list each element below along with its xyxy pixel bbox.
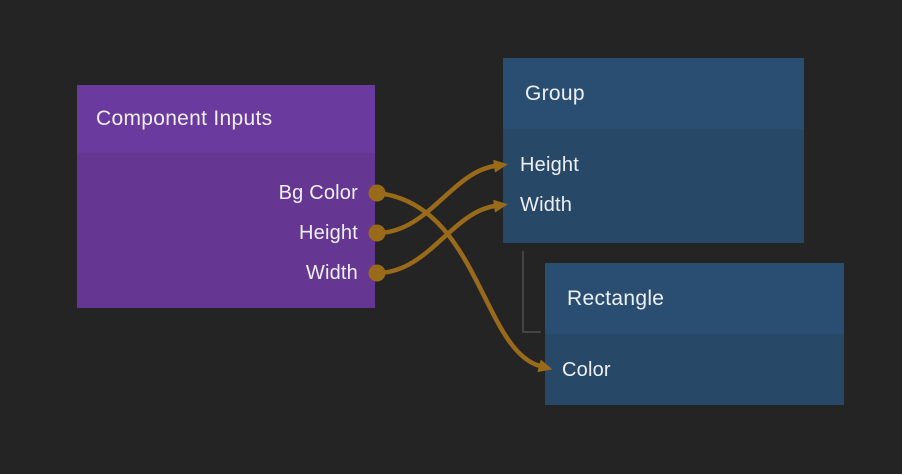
node-component-inputs-body: Bg Color Height Width — [77, 153, 375, 308]
node-component-inputs[interactable]: Component Inputs Bg Color Height Width — [77, 85, 375, 308]
node-component-inputs-header[interactable]: Component Inputs — [77, 85, 375, 153]
input-port-width[interactable]: Width — [503, 185, 804, 225]
node-rectangle[interactable]: Rectangle Color — [545, 263, 844, 405]
input-port-height[interactable]: Height — [503, 145, 804, 185]
node-title: Rectangle — [567, 286, 665, 310]
hierarchy-line-group-rectangle — [522, 251, 541, 333]
node-group-body: Height Width — [503, 129, 804, 243]
node-title: Component Inputs — [96, 107, 273, 130]
node-rectangle-body: Color — [545, 334, 844, 405]
node-title: Group — [525, 81, 585, 105]
port-label: Height — [520, 153, 580, 176]
input-port-color[interactable]: Color — [545, 350, 844, 390]
edge-width-to-group-width[interactable] — [376, 199, 508, 276]
port-label: Width — [520, 193, 573, 216]
port-label: Width — [305, 261, 358, 284]
edge-height-to-group-height[interactable] — [376, 159, 508, 236]
output-port-bg-color[interactable]: Bg Color — [77, 173, 375, 213]
output-port-height[interactable]: Height — [77, 213, 375, 253]
port-label: Height — [298, 221, 358, 244]
node-group[interactable]: Group Height Width — [503, 58, 804, 243]
node-group-header[interactable]: Group — [503, 58, 804, 129]
port-label: Color — [562, 358, 611, 381]
output-port-width[interactable]: Width — [77, 253, 375, 293]
port-label: Bg Color — [278, 181, 358, 204]
node-rectangle-header[interactable]: Rectangle — [545, 263, 844, 334]
